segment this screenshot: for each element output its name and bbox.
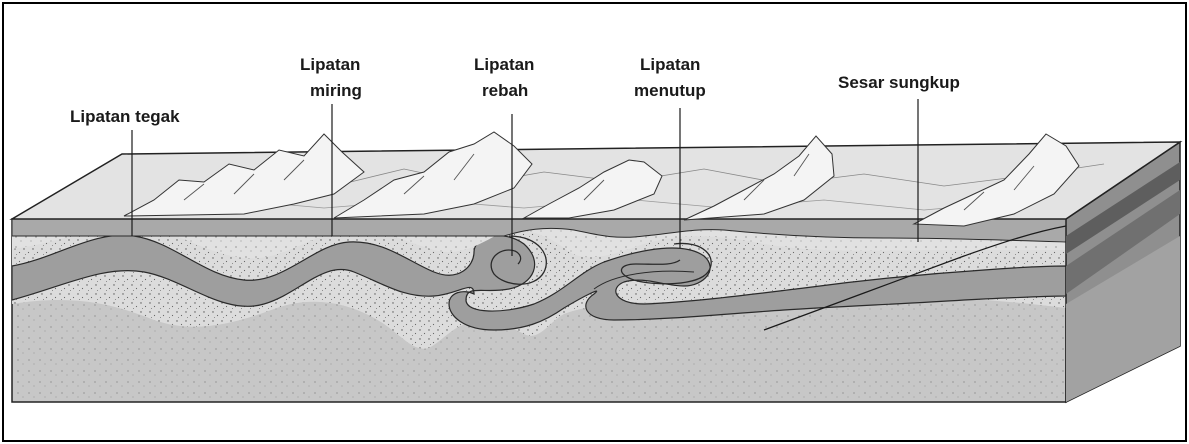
- labels: Lipatan tegak Lipatan miring Lipatan reb…: [70, 55, 960, 126]
- label-lipatan-rebah-line2: rebah: [482, 81, 528, 100]
- label-lipatan-rebah-line1: Lipatan: [474, 55, 534, 74]
- front-face: [12, 219, 1066, 402]
- label-lipatan-miring-line2: miring: [310, 81, 362, 100]
- label-lipatan-miring-line1: Lipatan: [300, 55, 360, 74]
- label-lipatan-menutup-line1: Lipatan: [640, 55, 700, 74]
- label-lipatan-menutup-line2: menutup: [634, 81, 706, 100]
- geologic-block-diagram: Lipatan tegak Lipatan miring Lipatan reb…: [4, 4, 1185, 440]
- label-sesar-sungkup: Sesar sungkup: [838, 73, 960, 92]
- label-lipatan-tegak: Lipatan tegak: [70, 107, 180, 126]
